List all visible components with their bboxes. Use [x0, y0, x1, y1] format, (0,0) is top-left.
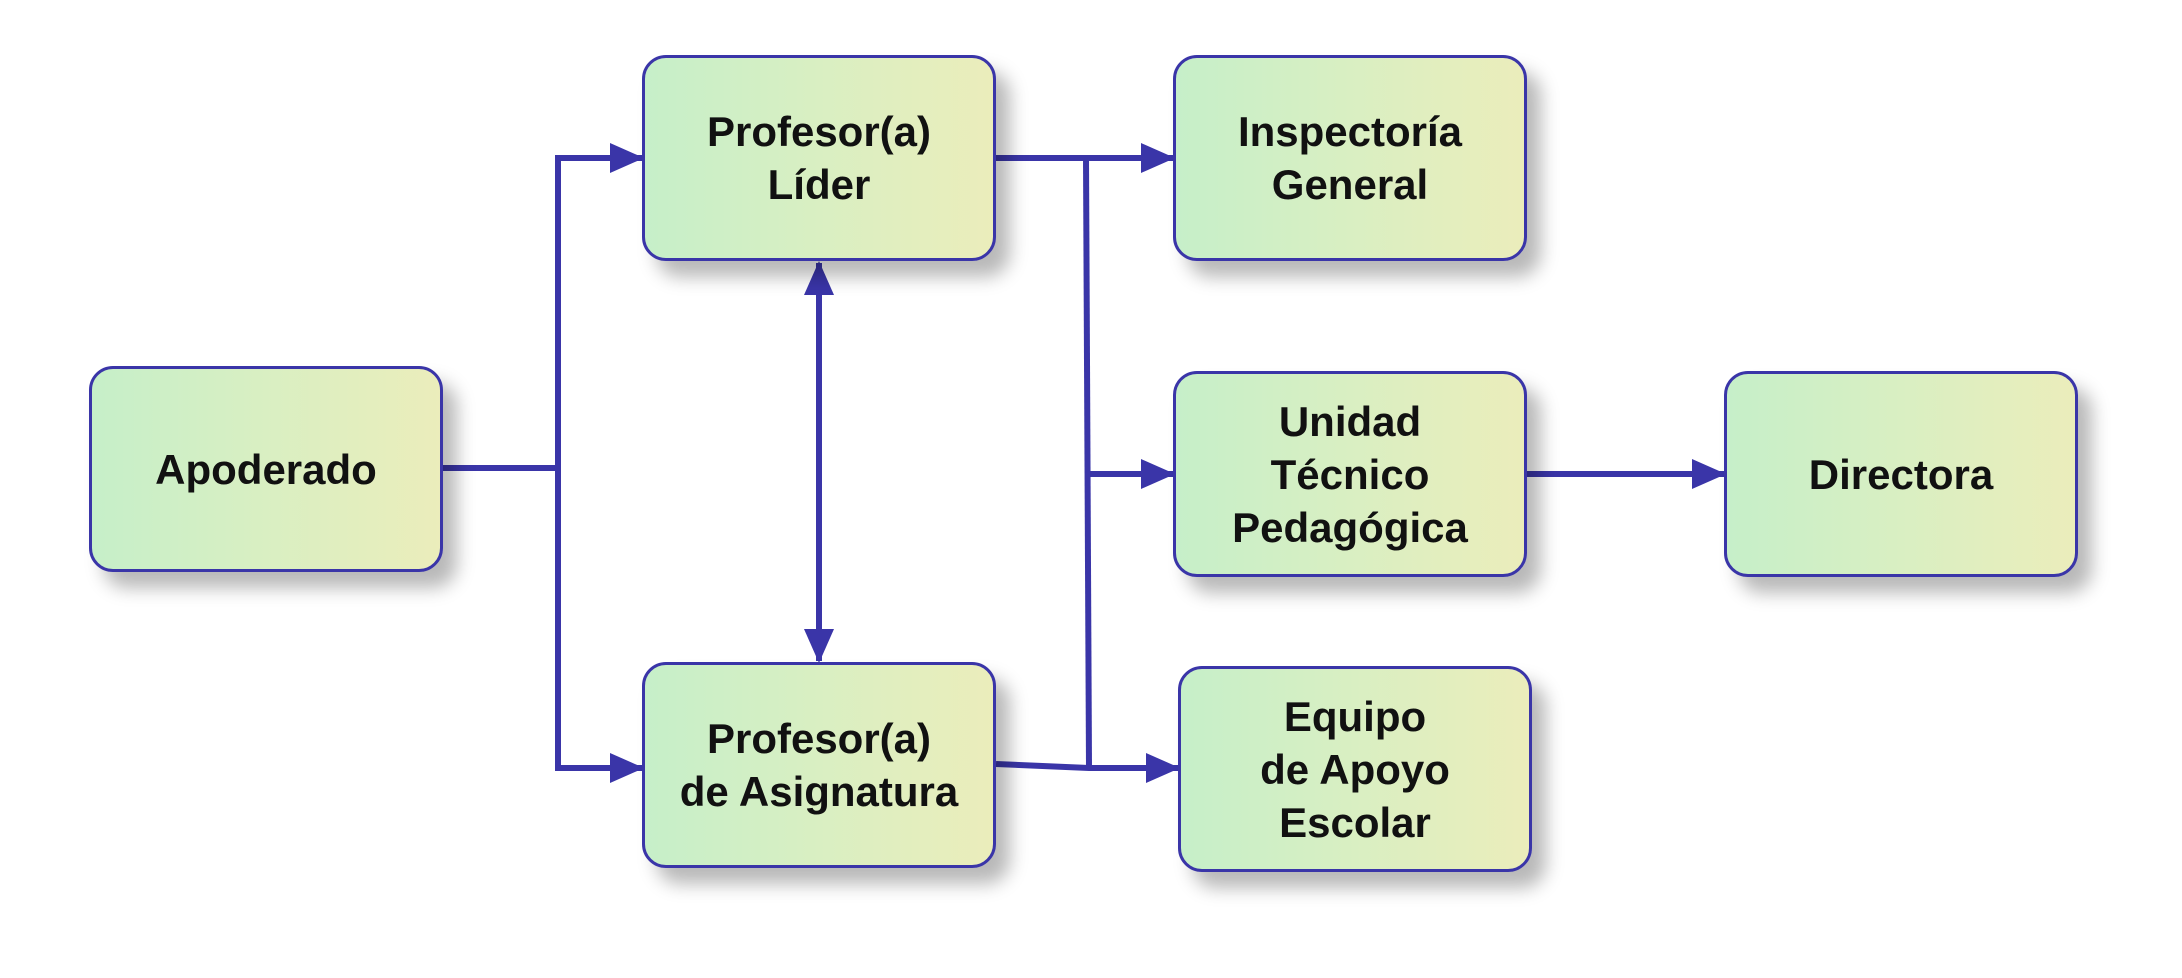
- node-profesor-asignatura-label: Profesor(a) de Asignatura: [679, 715, 959, 815]
- node-equipo-apoyo-escolar: Equipo de Apoyo Escolar: [1178, 666, 1532, 872]
- connector-apoderado-to-profesor-asignatura: [555, 468, 644, 783]
- connector-apoderado-to-profesor-lider: [555, 143, 644, 468]
- node-inspectoria-general-label: Inspectoría General: [1237, 108, 1463, 208]
- node-profesor-lider: Profesor(a) Líder: [642, 55, 996, 261]
- node-profesor-asignatura: Profesor(a) de Asignatura: [642, 662, 996, 868]
- node-unidad-tecnico-pedagogica: Unidad Técnico Pedagógica: [1173, 371, 1527, 577]
- node-unidad-tecnico-pedagogica-label: Unidad Técnico Pedagógica: [1232, 397, 1468, 551]
- connector-bus-vertical: [1083, 157, 1092, 769]
- node-apoderado-label: Apoderado: [155, 445, 377, 493]
- node-profesor-lider-label: Profesor(a) Líder: [706, 108, 932, 208]
- node-inspectoria-general: Inspectoría General: [1173, 55, 1527, 261]
- connector-asignatura-to-equipo-apoyo: [995, 753, 1180, 783]
- node-equipo-apoyo-escolar-label: Equipo de Apoyo Escolar: [1260, 692, 1450, 846]
- node-apoderado: Apoderado: [89, 366, 443, 572]
- node-directora: Directora: [1724, 371, 2078, 577]
- node-directora-label: Directora: [1808, 450, 1994, 498]
